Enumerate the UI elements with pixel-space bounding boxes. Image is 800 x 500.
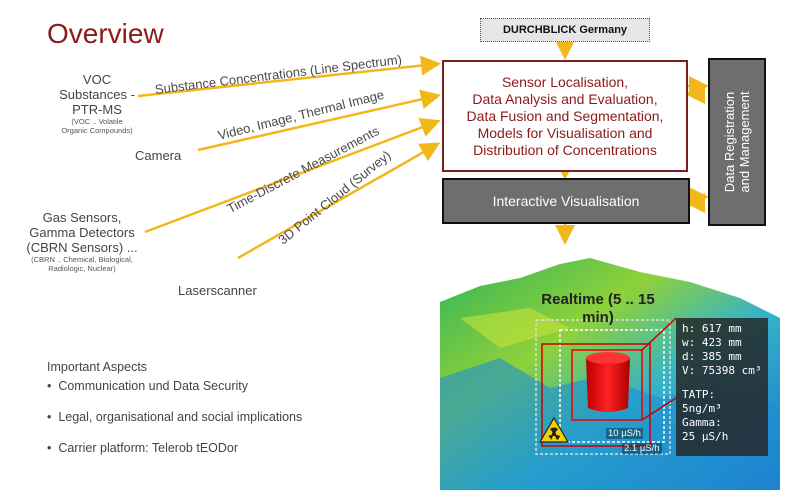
arrow-gas <box>144 117 441 234</box>
aspect-item: • Legal, organisational and social impli… <box>47 410 303 424</box>
measurements-panel: h: 617 mm w: 423 mm d: 385 mm V: 75398 c… <box>676 318 768 456</box>
inner-box <box>559 329 665 443</box>
terrain-highlight <box>460 308 570 348</box>
arrow-voc <box>137 55 441 98</box>
radiation-icon <box>538 416 570 443</box>
source-gas: Gas Sensors, Gamma Detectors (CBRN Senso… <box>26 210 138 273</box>
aspects-heading: Important Aspects <box>47 360 148 374</box>
aspect-item: • Carrier platform: Telerob tEODor <box>47 441 239 455</box>
source-camera: Camera <box>135 148 182 163</box>
aspects-list: Important Aspects • Communication und Da… <box>47 360 302 472</box>
red-inner <box>571 349 643 421</box>
arrow-laser <box>237 142 441 260</box>
bucket <box>586 354 630 412</box>
page-title: Overview <box>47 18 164 49</box>
dose-outer: 2.1 µS/h <box>622 443 662 454</box>
durchblick-box: DURCHBLICK Germany <box>480 18 650 42</box>
arrow-camera <box>197 89 441 152</box>
interactive-box: Interactive Visualisation <box>442 178 690 224</box>
source-laser: Laserscanner <box>178 283 257 298</box>
sensor-box: Sensor Localisation, Data Analysis and E… <box>442 60 688 172</box>
outer-box <box>535 319 671 455</box>
realtime-label: Realtime (5 .. 15 min) <box>541 291 655 326</box>
aspect-item: • Communication und Data Security <box>47 379 249 393</box>
red-outer <box>541 343 651 447</box>
source-voc: VOC Substances - PTR-MS (VOC .. Volatile… <box>59 72 135 135</box>
registration-box: Data Registration and Management <box>708 58 766 226</box>
dose-inner: 10 µS/h <box>606 428 643 439</box>
